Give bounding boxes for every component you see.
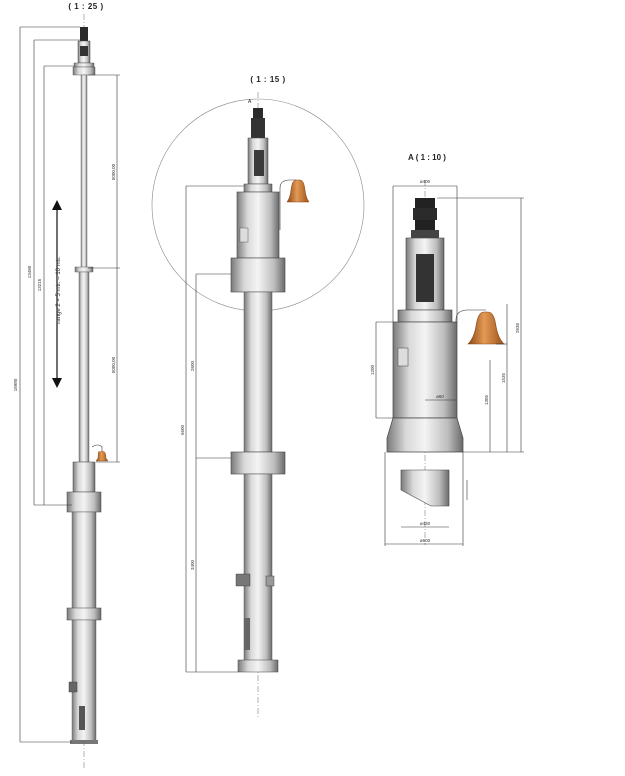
left-dim-top-segment: 5000,00 <box>111 163 116 180</box>
right-dim-mid-dia: ø60 <box>436 394 444 399</box>
left-mast-top-section <box>80 74 88 271</box>
left-head <box>72 27 96 76</box>
left-mast-mid-section <box>78 271 90 463</box>
left-slot <box>79 706 85 730</box>
left-dimensions <box>19 26 120 743</box>
right-flange <box>386 417 464 453</box>
middle-handle-left <box>235 573 251 587</box>
middle-foot <box>237 659 279 673</box>
right-dim-b: 1305 <box>484 394 489 405</box>
right-hatch <box>397 347 409 367</box>
left-scale-label: ( 1 : 25 ) <box>68 2 103 11</box>
middle-dim-upper: 2600 <box>190 360 195 371</box>
middle-scale-label: ( 1 : 15 ) <box>250 75 285 84</box>
left-body <box>72 461 96 493</box>
right-upper-body <box>392 321 458 419</box>
middle-dimensions <box>185 185 244 673</box>
middle-upper-tube <box>243 291 273 453</box>
middle-hatch <box>239 227 249 243</box>
middle-head <box>243 108 273 193</box>
right-view: A ( 1 : 10 ) <box>370 153 524 546</box>
middle-view: ( 1 : 15 ) A <box>151 75 365 718</box>
right-dim-a: 1535 <box>501 372 506 383</box>
left-lower-collar <box>66 607 102 621</box>
right-tube-cut <box>400 469 450 507</box>
left-collar <box>66 491 102 513</box>
left-dim-mid-segment: 5000,00 <box>111 356 116 373</box>
middle-flange-top <box>230 257 286 293</box>
middle-handle-right <box>265 575 275 587</box>
middle-dim-lower: 3400 <box>190 559 195 570</box>
right-dim-inner-dia: ø430 <box>420 521 431 526</box>
left-dim-upper-total: 13480 <box>27 265 32 278</box>
right-title: A ( 1 : 10 ) <box>408 153 446 162</box>
left-foot <box>70 740 98 744</box>
right-dim-total: 2636 <box>515 322 520 333</box>
left-dim-overall: 18980 <box>13 378 18 391</box>
middle-bell <box>279 179 310 230</box>
range-note: range 2 × 5 mtr. = 10 mtr. <box>56 256 62 324</box>
right-dimensions <box>375 185 524 546</box>
right-bell <box>455 309 505 368</box>
right-dim-bottom-dia: ø600 <box>420 538 431 543</box>
left-lower-tube <box>71 511 97 613</box>
middle-dim-overall: 5600 <box>180 424 185 435</box>
left-bell <box>91 444 109 462</box>
right-head <box>397 198 453 323</box>
right-dim-body: 1200 <box>370 364 375 375</box>
middle-upper-body <box>236 191 280 259</box>
left-handle <box>68 681 78 693</box>
middle-slot <box>244 618 250 650</box>
left-dim-upper-a: 13215 <box>37 278 42 291</box>
middle-flange-mid <box>230 451 286 475</box>
range-arrow <box>52 200 62 388</box>
left-view: ( 1 : 25 ) <box>13 2 120 770</box>
right-dim-top-dia: ø400 <box>420 179 431 184</box>
detail-marker: A <box>248 99 252 105</box>
